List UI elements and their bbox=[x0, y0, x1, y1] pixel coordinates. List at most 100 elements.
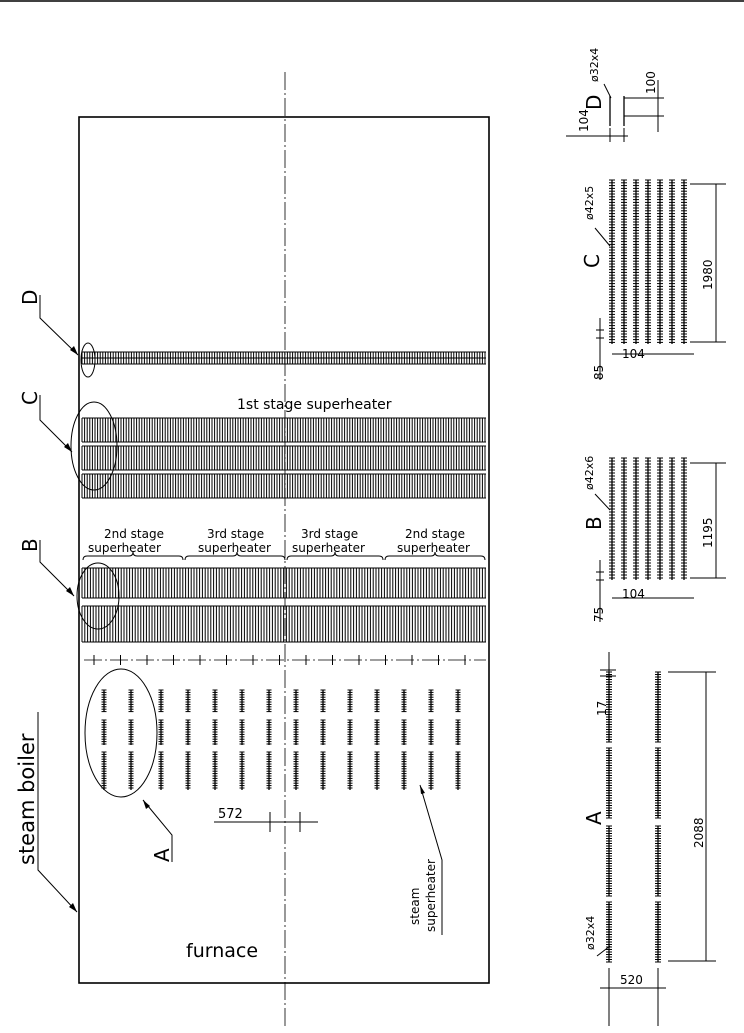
tube-bank-c-lower bbox=[82, 474, 486, 498]
detail-c-fin: 85 bbox=[592, 365, 606, 380]
tube-a-2-mid bbox=[159, 720, 164, 745]
detail-b-tube-2 bbox=[633, 458, 639, 580]
tube-a-1-mid bbox=[129, 720, 134, 745]
tube-a-2-bottom bbox=[159, 752, 164, 790]
tube-a-13-mid bbox=[456, 720, 461, 745]
tube-a-4-mid bbox=[213, 720, 218, 745]
steam-superheater-label-2: superheater bbox=[424, 859, 438, 932]
tube-banks bbox=[82, 352, 486, 790]
detail-a-tube-left-seg4 bbox=[606, 902, 612, 962]
tube-a-10-top bbox=[375, 690, 380, 712]
tube-a-5-mid bbox=[240, 720, 245, 745]
tube-a-11-bottom bbox=[402, 752, 407, 790]
callout-d-letter: D bbox=[18, 290, 42, 305]
detail-b-length: 1195 bbox=[701, 517, 715, 548]
detail-d-pitch: 100 bbox=[644, 71, 658, 94]
detail-a-tube-right-seg1 bbox=[655, 672, 661, 742]
second-stage-left-label-2: superheater bbox=[88, 541, 161, 555]
steam-superheater-label-1: steam bbox=[408, 888, 422, 925]
detail-b: B ø42x6 1195 75 104 bbox=[582, 456, 726, 622]
detail-c-tubes bbox=[609, 180, 687, 344]
tube-a-10-bottom bbox=[375, 752, 380, 790]
detail-b-fin: 75 bbox=[592, 607, 606, 622]
furnace-label: furnace bbox=[186, 940, 258, 962]
tube-a-0-top bbox=[102, 690, 107, 712]
tube-a-0-bottom bbox=[102, 752, 107, 790]
detail-c-tube-3 bbox=[645, 180, 651, 344]
detail-b-letter: B bbox=[582, 516, 606, 530]
detail-b-tube-1 bbox=[621, 458, 627, 580]
detail-d-spacing: 104 bbox=[577, 109, 591, 132]
tube-a-10-mid bbox=[375, 720, 380, 745]
tube-a-4-bottom bbox=[213, 752, 218, 790]
tube-a-2-top bbox=[159, 690, 164, 712]
detail-c-tube-2 bbox=[633, 180, 639, 344]
detail-b-spacing: 104 bbox=[622, 587, 645, 601]
detail-b-tube-0 bbox=[609, 458, 615, 580]
tube-a-9-mid bbox=[348, 720, 353, 745]
tube-a-13-top bbox=[456, 690, 461, 712]
detail-c-length: 1980 bbox=[701, 259, 715, 290]
detail-a-fin: 17 bbox=[595, 701, 609, 716]
tube-a-12-top bbox=[429, 690, 434, 712]
tube-a-6-top bbox=[267, 690, 272, 712]
detail-a-tube-left-seg2 bbox=[606, 748, 612, 818]
detail-c-tube-5 bbox=[669, 180, 675, 344]
detail-a-length: 2088 bbox=[692, 817, 706, 848]
tube-a-6-bottom bbox=[267, 752, 272, 790]
third-stage-left-label-1: 3rd stage bbox=[207, 527, 264, 541]
tube-a-11-top bbox=[402, 690, 407, 712]
steam-superheater-callout: steam superheater bbox=[408, 785, 442, 935]
callout-a: A bbox=[143, 800, 174, 862]
detail-d: D ø32x4 104 100 bbox=[566, 48, 664, 142]
tube-a-7-mid bbox=[294, 720, 299, 745]
tube-a-7-bottom bbox=[294, 752, 299, 790]
tube-a-13-bottom bbox=[456, 752, 461, 790]
tube-a-5-top bbox=[240, 690, 245, 712]
tube-a-6-mid bbox=[267, 720, 272, 745]
tube-a-3-top bbox=[186, 690, 191, 712]
steam-boiler-callout: steam boiler bbox=[15, 712, 77, 912]
tube-a-1-top bbox=[129, 690, 134, 712]
second-stage-left-label-1: 2nd stage bbox=[104, 527, 164, 541]
detail-c-spacing: 104 bbox=[622, 347, 645, 361]
detail-d-tube-size: ø32x4 bbox=[588, 48, 601, 82]
tube-bank-b-lower bbox=[82, 606, 486, 642]
callout-a-ellipse bbox=[85, 669, 157, 797]
tube-a-11-mid bbox=[402, 720, 407, 745]
tube-a-0-mid bbox=[102, 720, 107, 745]
detail-c-tube-4 bbox=[657, 180, 663, 344]
tube-a-3-mid bbox=[186, 720, 191, 745]
tube-a-8-top bbox=[321, 690, 326, 712]
detail-b-tube-3 bbox=[645, 458, 651, 580]
callout-a-letter: A bbox=[150, 848, 174, 862]
detail-b-tubes bbox=[609, 458, 687, 580]
detail-a-tube-right-seg3 bbox=[655, 826, 661, 896]
detail-a-tube-left-seg3 bbox=[606, 826, 612, 896]
tube-bank-c-upper bbox=[82, 418, 486, 442]
pitch-dimension-value: 572 bbox=[218, 807, 243, 822]
tube-a-12-mid bbox=[429, 720, 434, 745]
detail-c: C ø42x5 1980 85 104 bbox=[580, 180, 726, 380]
third-stage-right-label-2: superheater bbox=[292, 541, 365, 555]
detail-b-tube-6 bbox=[681, 458, 687, 580]
second-stage-right-label-2: superheater bbox=[397, 541, 470, 555]
callout-c: C bbox=[18, 391, 72, 452]
steam-boiler-label: steam boiler bbox=[15, 733, 39, 865]
detail-a-letter: A bbox=[582, 811, 606, 825]
callout-c-letter: C bbox=[18, 391, 42, 405]
second-stage-right-label-1: 2nd stage bbox=[405, 527, 465, 541]
tube-a-8-bottom bbox=[321, 752, 326, 790]
tube-a-7-top bbox=[294, 690, 299, 712]
detail-b-tube-4 bbox=[657, 458, 663, 580]
tube-a-9-bottom bbox=[348, 752, 353, 790]
detail-a-tube-size: ø32x4 bbox=[584, 916, 597, 950]
tube-a-5-bottom bbox=[240, 752, 245, 790]
detail-b-tube-5 bbox=[669, 458, 675, 580]
tube-a-12-bottom bbox=[429, 752, 434, 790]
detail-a-tube-right-seg2 bbox=[655, 748, 661, 818]
pitch-dimension: 572 bbox=[214, 807, 318, 832]
callout-b-letter: B bbox=[18, 538, 42, 552]
detail-b-tube-size: ø42x6 bbox=[583, 456, 596, 490]
